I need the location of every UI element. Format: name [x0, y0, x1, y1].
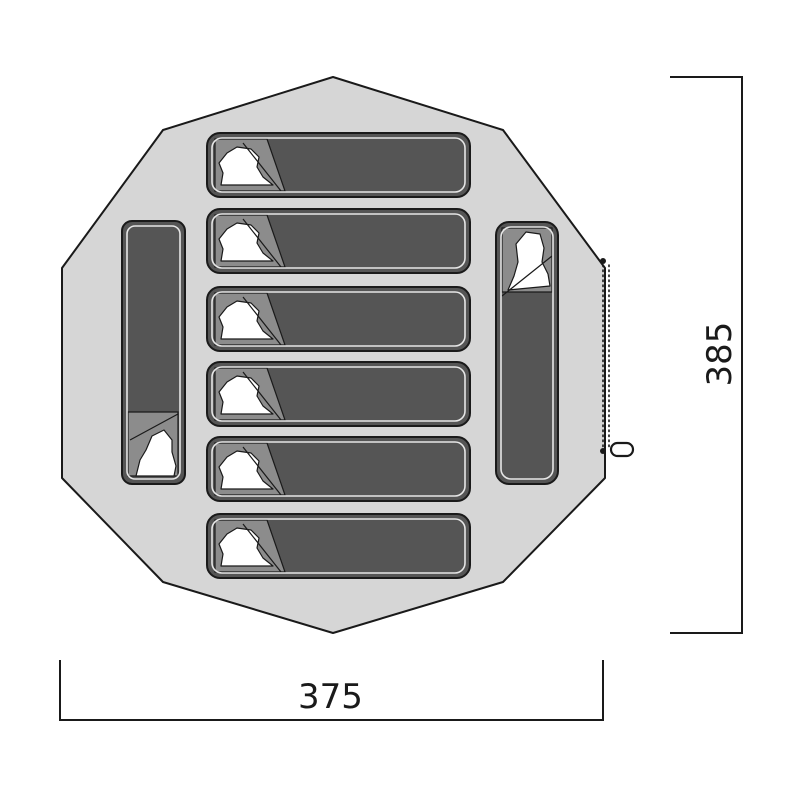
width-dimension-line [59, 660, 604, 721]
sleeping-bag-2 [206, 208, 471, 274]
sleeping-bag-right [495, 221, 559, 485]
sleeping-bag-left [121, 220, 186, 485]
zipper-pull-icon [609, 441, 635, 458]
sleeping-bag-4 [206, 361, 471, 427]
height-dimension-label: 385 [700, 321, 740, 387]
sleeping-bag-5 [206, 436, 471, 502]
sleeping-bag-3 [206, 286, 471, 352]
door-zipper [600, 258, 635, 458]
height-dimension-line [670, 76, 743, 634]
sleeping-bag-1 [206, 132, 471, 198]
width-dimension-label: 375 [298, 677, 363, 717]
sleeping-bag-6 [206, 513, 471, 579]
